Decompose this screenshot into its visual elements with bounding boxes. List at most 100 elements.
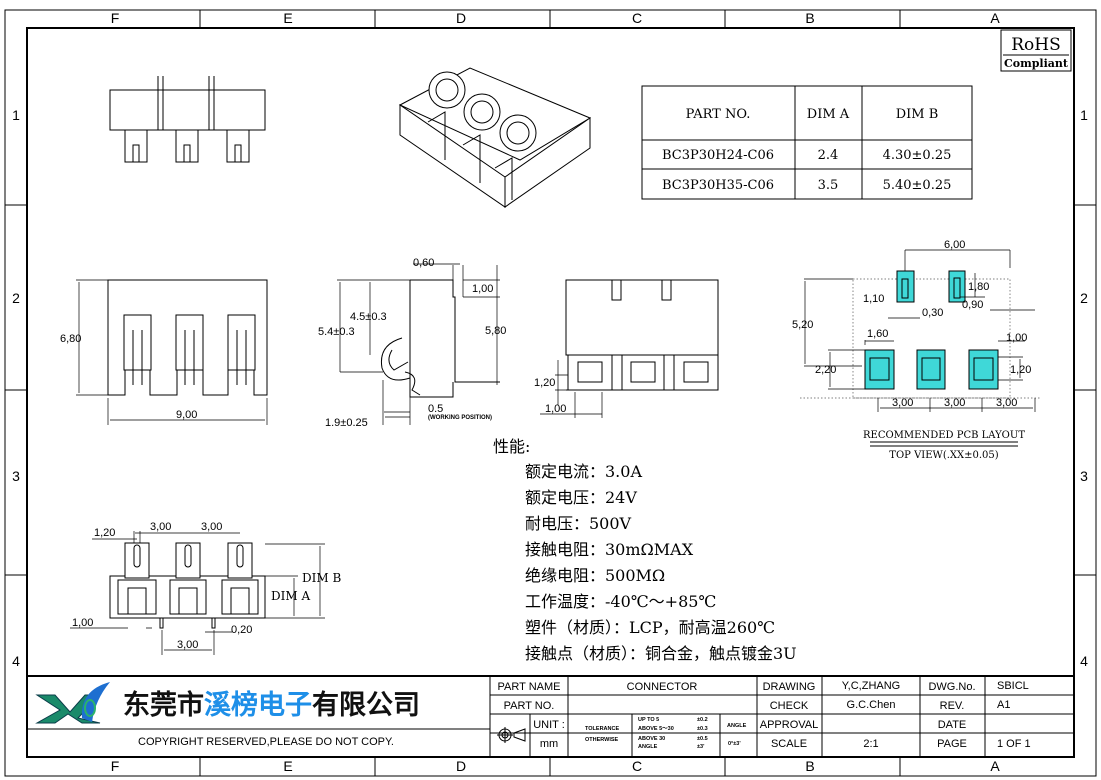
dim-label: 1,20 — [1010, 364, 1031, 376]
column-labels-top: F E D C B A — [111, 10, 1001, 26]
dim-label: 3,00 — [996, 397, 1017, 409]
column-label: B — [805, 10, 814, 26]
side-view-drawing: 0,60 1,00 4.5±0.3 5.4±0.3 5,80 0.5 (WORK… — [318, 257, 506, 429]
dim-label: 3,00 — [150, 521, 171, 533]
scale-value: 2:1 — [863, 738, 878, 750]
spec-item: 接触点（材质）：铜合金，触点镀金3U — [525, 644, 797, 663]
angle-label: ANGLE — [727, 723, 747, 729]
pcb-pad — [916, 349, 946, 390]
dim-label: 1.9±0.25 — [325, 417, 368, 429]
column-label: D — [456, 758, 466, 774]
pcb-pad — [968, 349, 999, 390]
rohs-subtitle: Compliant — [1004, 57, 1069, 70]
table-cell: BC3P30H24-C06 — [662, 148, 774, 163]
specifications: 性能: 额定电流：3.0A 额定电压：24V 耐电压：500V 接触电阻：30m… — [493, 437, 797, 663]
column-label: B — [805, 758, 814, 774]
column-label: F — [111, 758, 120, 774]
part-no-label: PART NO. — [504, 700, 555, 712]
column-label: F — [111, 10, 120, 26]
column-label: E — [283, 758, 292, 774]
dim-label: 1,80 — [968, 281, 989, 293]
dim-label: 3,00 — [944, 397, 965, 409]
row-label: 1 — [12, 107, 20, 123]
rear-view-drawing: 1,20 1,00 — [534, 279, 719, 418]
rohs-title: RoHS — [1011, 35, 1061, 55]
dwg-no-label: DWG.No. — [928, 681, 975, 693]
column-label: E — [283, 10, 292, 26]
spec-item: 额定电流：3.0A — [525, 462, 642, 481]
dim-label: 4.5±0.3 — [350, 311, 387, 323]
rev-label: REV. — [940, 700, 965, 712]
dim-label: 3,00 — [201, 521, 222, 533]
dim-label: 5.4±0.3 — [318, 326, 355, 338]
tol-value: ±0.3 — [697, 726, 708, 732]
dim-label: 1,60 — [867, 328, 888, 340]
rev-value: A1 — [997, 699, 1010, 711]
spec-item: 额定电压：24V — [525, 488, 637, 507]
row-label: 2 — [1080, 290, 1088, 306]
table-cell: 3.5 — [818, 178, 839, 193]
page-value: 1 OF 1 — [997, 738, 1031, 750]
check-value: G.C.Chen — [847, 699, 896, 711]
dim-label: 6,80 — [60, 333, 81, 345]
dim-label: 0,20 — [231, 624, 252, 636]
dim-label: DIM A — [271, 589, 310, 603]
pcb-pad — [948, 270, 966, 303]
tol-value: ±0.2 — [697, 717, 708, 723]
dim-label: 0.5 — [428, 403, 443, 415]
company-name: 东莞市溪榜电子有限公司 — [123, 689, 420, 721]
company-name-suffix: 有限公司 — [312, 690, 420, 721]
dim-label: 0,30 — [922, 307, 943, 319]
tol-range: ANGLE — [638, 744, 658, 750]
table-header: DIM A — [807, 107, 850, 122]
column-label: D — [456, 10, 466, 26]
tol-range: ABOVE 30 — [638, 736, 665, 742]
column-labels-bottom: F E D C B A — [111, 758, 1001, 774]
column-label: A — [990, 10, 1000, 26]
bottom-view-drawing: 1,20 3,00 3,00 DIM B DIM A 1,00 0,20 3,0… — [70, 521, 341, 655]
pcb-layout-drawing: 6,00 1,10 1,80 0,30 0,90 5,20 1,60 1,00 … — [792, 239, 1040, 461]
title-block: 东莞市溪榜电子有限公司 COPYRIGHT RESERVED,PLEASE DO… — [27, 675, 1074, 757]
dim-label: 9,00 — [176, 409, 197, 421]
part-name-label: PART NAME — [498, 681, 561, 693]
row-label: 4 — [1080, 653, 1088, 669]
tolerance-label: TOLERANCE — [585, 726, 619, 732]
part-name-value: CONNECTOR — [627, 681, 698, 693]
dim-label: 3,00 — [177, 639, 198, 651]
company-name-highlight: 溪榜电子 — [204, 689, 312, 721]
tol-value: ±0.5 — [697, 736, 708, 742]
spec-item: 接触电阻：30mΩMAX — [525, 540, 694, 559]
table-cell: 5.40±0.25 — [883, 178, 952, 193]
drawing-label: DRAWING — [763, 681, 816, 693]
check-label: CHECK — [770, 700, 809, 712]
column-label: C — [632, 10, 642, 26]
spec-item: 耐电压：500V — [525, 514, 632, 533]
isometric-view-drawing — [398, 67, 592, 208]
dim-label: 1,00 — [472, 283, 493, 295]
dim-note: (WORKING POSITION) — [428, 415, 492, 421]
pcb-pad — [864, 349, 895, 390]
copyright-notice: COPYRIGHT RESERVED,PLEASE DO NOT COPY. — [138, 736, 394, 748]
row-label: 2 — [12, 290, 20, 306]
dim-label: DIM B — [302, 571, 341, 585]
scale-label: SCALE — [771, 738, 807, 750]
tol-range: ABOVE 5～30 — [638, 726, 674, 732]
dim-label: 3,00 — [892, 397, 913, 409]
dim-label: 1,20 — [534, 377, 555, 389]
pcb-pad — [896, 270, 915, 303]
grid-ticks — [5, 10, 1096, 776]
approval-label: APPROVAL — [760, 719, 819, 731]
dim-label: 6,00 — [944, 239, 965, 251]
dim-label: 1,10 — [863, 293, 884, 305]
dim-label: 5,20 — [792, 319, 813, 331]
table-header: PART NO. — [686, 107, 751, 122]
row-label: 3 — [1080, 468, 1088, 484]
spec-item: 工作温度：-40℃～+85℃ — [525, 592, 716, 611]
unit-label: UNIT : — [533, 719, 565, 731]
table-cell: 2.4 — [818, 148, 839, 163]
parts-table: PART NO. DIM A DIM B BC3P30H24-C06 2.4 4… — [641, 85, 973, 200]
front-view-drawing: 6,80 9,00 — [60, 279, 268, 425]
projection-symbol-icon — [497, 727, 526, 743]
angle-value: 0°±3' — [728, 741, 741, 747]
